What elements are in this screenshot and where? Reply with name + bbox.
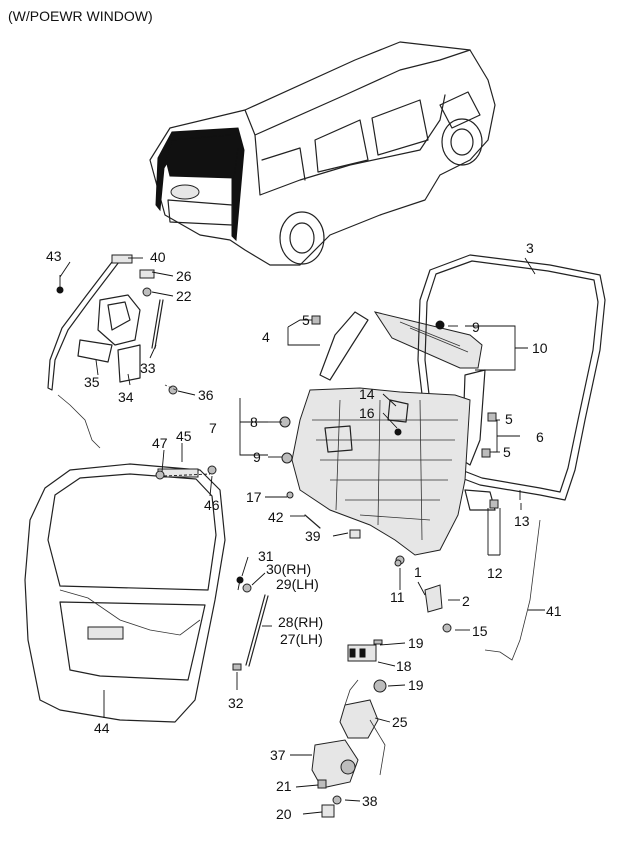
callout-17: 17 xyxy=(246,489,262,505)
callout-11: 11 xyxy=(390,589,405,605)
callout-36: 36 xyxy=(198,387,214,403)
callout-39: 39 xyxy=(305,528,321,544)
callout-29-side: (LH) xyxy=(292,576,319,592)
callout-28-side: (RH) xyxy=(294,614,324,630)
callout-9-lower: 9 xyxy=(253,449,261,465)
callout-31: 31 xyxy=(258,548,274,564)
callout-33: 33 xyxy=(140,360,156,376)
callout-18: 18 xyxy=(396,658,412,674)
callout-9-upper: 9 xyxy=(472,319,480,335)
tailgate-trim-panel xyxy=(279,387,521,556)
callout-46: 46 xyxy=(204,497,220,513)
callout-20: 20 xyxy=(276,806,292,822)
callout-28-number: 28 xyxy=(278,614,294,630)
callout-labels: 43 40 26 22 33 35 34 36 4 5 3 9 10 14 16… xyxy=(46,240,562,822)
callout-6: 6 xyxy=(536,429,544,445)
diagram-note: (W/POEWR WINDOW) xyxy=(8,8,153,24)
callout-15: 15 xyxy=(472,623,488,639)
callout-19-upper: 19 xyxy=(408,635,424,651)
weatherstrip xyxy=(417,254,606,501)
callout-40: 40 xyxy=(150,249,166,265)
callout-27: 27(LH) xyxy=(280,631,323,647)
callout-27-number: 27 xyxy=(280,631,296,647)
vehicle-overview xyxy=(149,41,496,266)
callout-5-right-a: 5 xyxy=(505,411,513,427)
callout-19-lower: 19 xyxy=(408,677,424,693)
lock-hardware xyxy=(286,491,541,818)
callout-43: 43 xyxy=(46,248,62,264)
callout-41: 41 xyxy=(546,603,562,619)
left-hinge-mechanism xyxy=(47,254,178,449)
callout-2: 2 xyxy=(462,593,470,609)
callout-7: 7 xyxy=(209,420,217,436)
callout-21: 21 xyxy=(276,778,292,794)
callout-34: 34 xyxy=(118,389,134,405)
callout-37: 37 xyxy=(270,747,286,763)
callout-30-number: 30 xyxy=(266,561,282,577)
callout-16: 16 xyxy=(359,405,375,421)
callout-44: 44 xyxy=(94,720,110,736)
callout-38: 38 xyxy=(362,793,378,809)
callout-5-right-b: 5 xyxy=(503,444,511,460)
callout-14: 14 xyxy=(359,386,375,402)
callout-29: 29(LH) xyxy=(276,576,319,592)
callout-22: 22 xyxy=(176,288,192,304)
callout-29-number: 29 xyxy=(276,576,292,592)
upper-trim-panels xyxy=(311,311,497,466)
callout-3: 3 xyxy=(526,240,534,256)
callout-30: 30(RH) xyxy=(266,561,311,577)
callout-25: 25 xyxy=(392,714,408,730)
callout-45: 45 xyxy=(176,428,192,444)
callout-47: 47 xyxy=(152,435,168,451)
gas-struts xyxy=(232,576,269,671)
callout-5-upper: 5 xyxy=(302,312,310,328)
callout-30-side: (RH) xyxy=(282,561,312,577)
callout-4: 4 xyxy=(262,329,270,345)
callout-27-side: (LH) xyxy=(296,631,323,647)
callout-1: 1 xyxy=(414,564,422,580)
callout-42: 42 xyxy=(268,509,284,525)
tailgate-panel xyxy=(24,463,226,723)
callout-35: 35 xyxy=(84,374,100,390)
callout-8: 8 xyxy=(250,414,258,430)
leader-lines xyxy=(59,257,545,815)
callout-26: 26 xyxy=(176,268,192,284)
callout-32: 32 xyxy=(228,695,244,711)
callout-28: 28(RH) xyxy=(278,614,323,630)
callout-10: 10 xyxy=(532,340,548,356)
callout-13: 13 xyxy=(514,513,530,529)
callout-12: 12 xyxy=(487,565,503,581)
